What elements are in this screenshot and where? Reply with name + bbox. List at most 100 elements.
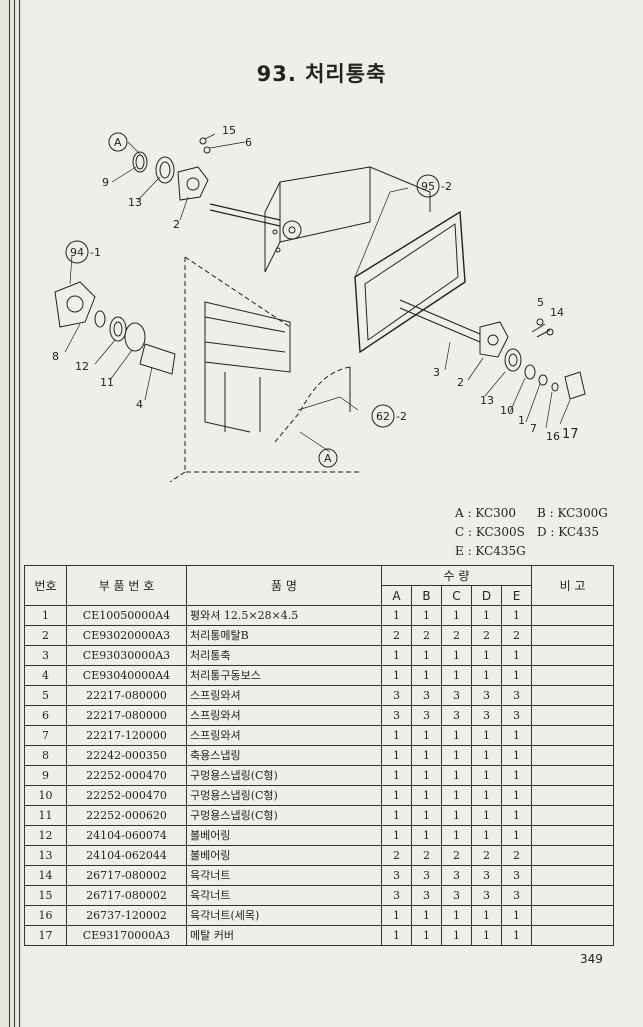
row-quantity: 1 xyxy=(381,765,412,786)
row-part-number: 24104-062044 xyxy=(66,845,187,866)
row-quantity: 1 xyxy=(471,905,502,926)
header-name: 품 명 xyxy=(186,565,382,606)
row-quantity: 1 xyxy=(411,725,442,746)
row-no: 4 xyxy=(24,665,67,686)
row-no: 12 xyxy=(24,825,67,846)
row-part-name: 볼베어링 xyxy=(186,825,382,846)
row-quantity: 1 xyxy=(471,785,502,806)
header-model: E xyxy=(500,585,533,606)
row-quantity: 1 xyxy=(471,745,502,766)
row-quantity: 1 xyxy=(411,665,442,686)
row-quantity: 1 xyxy=(411,905,442,926)
header-part-no: 부 품 번 호 xyxy=(66,565,187,606)
row-quantity: 1 xyxy=(471,925,502,946)
row-part-name: 메탈 커버 xyxy=(186,925,382,946)
row-no: 5 xyxy=(24,685,67,706)
row-quantity: 1 xyxy=(471,645,502,666)
row-part-name: 스프링와셔 xyxy=(186,725,382,746)
row-quantity: 1 xyxy=(471,765,502,786)
row-quantity: 3 xyxy=(500,885,533,906)
row-quantity: 1 xyxy=(411,805,442,826)
row-quantity: 1 xyxy=(441,785,472,806)
row-quantity: 1 xyxy=(471,805,502,826)
ref-label-suffix: -2 xyxy=(441,180,452,193)
row-quantity: 1 xyxy=(411,605,442,626)
shaft-part xyxy=(209,203,481,343)
part-callout-9: 9 xyxy=(102,176,109,189)
row-remark xyxy=(531,925,615,946)
row-quantity: 2 xyxy=(471,845,502,866)
binding-line xyxy=(19,0,20,1027)
row-quantity: 3 xyxy=(381,865,412,886)
row-part-number: 22242-000350 xyxy=(66,745,187,766)
row-quantity: 1 xyxy=(441,745,472,766)
part-callout-11: 11 xyxy=(100,376,114,389)
part-callout-7: 7 xyxy=(530,422,537,435)
row-no: 11 xyxy=(24,805,67,826)
row-quantity: 1 xyxy=(411,785,442,806)
row-remark xyxy=(531,705,615,726)
legend-d: D : KC435 xyxy=(537,525,600,539)
row-quantity: 1 xyxy=(411,645,442,666)
row-quantity: 1 xyxy=(471,605,502,626)
row-quantity: 1 xyxy=(381,725,412,746)
row-remark xyxy=(531,725,615,746)
row-part-name: 볼베어링 xyxy=(186,845,382,866)
row-quantity: 3 xyxy=(500,685,533,706)
legend-c: C : KC300S xyxy=(455,525,525,539)
row-quantity: 2 xyxy=(500,845,533,866)
row-quantity: 1 xyxy=(471,825,502,846)
row-quantity: 2 xyxy=(381,845,412,866)
part-callout-6: 6 xyxy=(245,136,252,149)
row-part-name: 구멍용스냅링(C형) xyxy=(186,765,382,786)
row-quantity: 1 xyxy=(381,925,412,946)
row-remark xyxy=(531,805,615,826)
row-quantity: 1 xyxy=(411,925,442,946)
part-callout-2: 2 xyxy=(173,218,180,231)
part-callout-10: 10 xyxy=(500,404,514,417)
frame-body xyxy=(204,301,351,433)
row-no: 8 xyxy=(24,745,67,766)
row-quantity: 3 xyxy=(441,705,472,726)
row-quantity: 1 xyxy=(411,745,442,766)
row-quantity: 1 xyxy=(411,765,442,786)
row-remark xyxy=(531,785,615,806)
row-no: 17 xyxy=(24,925,67,946)
row-quantity: 1 xyxy=(381,825,412,846)
row-quantity: 3 xyxy=(381,705,412,726)
row-quantity: 1 xyxy=(500,925,533,946)
ref-label-a: A xyxy=(114,136,122,149)
row-quantity: 1 xyxy=(381,665,412,686)
row-quantity: 1 xyxy=(500,785,533,806)
part-callout-12: 12 xyxy=(75,360,89,373)
row-quantity: 1 xyxy=(500,825,533,846)
row-quantity: 3 xyxy=(471,705,502,726)
row-quantity: 2 xyxy=(441,845,472,866)
row-quantity: 3 xyxy=(381,885,412,906)
row-remark xyxy=(531,745,615,766)
part-callout-4: 4 xyxy=(136,398,143,411)
row-quantity: 1 xyxy=(441,765,472,786)
row-quantity: 3 xyxy=(471,865,502,886)
row-quantity: 1 xyxy=(500,725,533,746)
row-quantity: 1 xyxy=(441,825,472,846)
row-quantity: 1 xyxy=(441,925,472,946)
ref-label-95: 95 xyxy=(421,180,435,193)
row-remark xyxy=(531,605,615,626)
ref-label-62: 62 xyxy=(376,410,390,423)
reference-circles xyxy=(65,132,440,468)
row-part-number: 22252-000620 xyxy=(66,805,187,826)
part-callout-16: 16 xyxy=(546,430,560,443)
row-part-number: 22217-080000 xyxy=(66,705,187,726)
row-part-number: 24104-060074 xyxy=(66,825,187,846)
row-quantity: 1 xyxy=(381,805,412,826)
row-remark xyxy=(531,665,615,686)
ref-label-a: A xyxy=(324,452,332,465)
row-quantity: 1 xyxy=(500,805,533,826)
